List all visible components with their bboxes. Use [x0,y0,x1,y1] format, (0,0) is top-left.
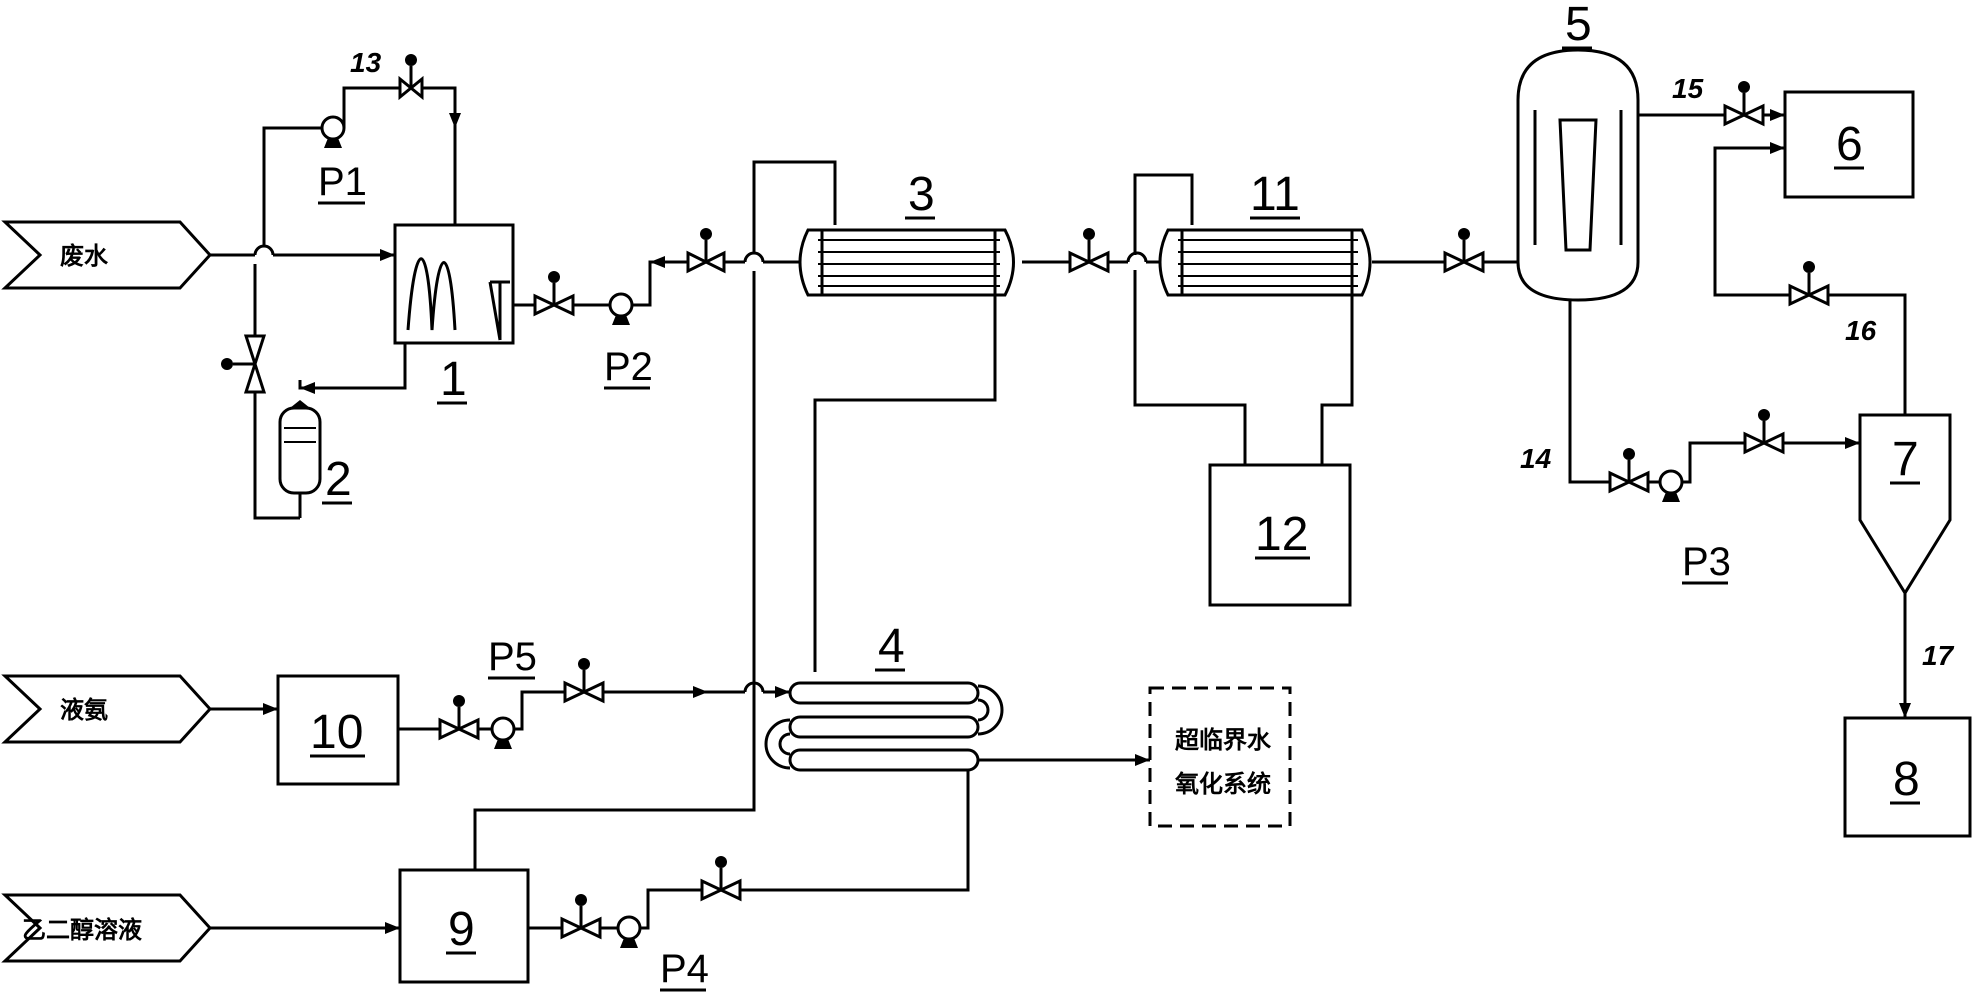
pump-p1-label: P1 [318,160,367,204]
valve-ammonia-2 [563,658,605,704]
hx-11-label: 11 [1250,168,1300,221]
valve-p3-outlet [1743,409,1785,455]
flow-arrows [263,109,1911,934]
box-12-label: 12 [1255,508,1308,561]
pump-p4: P4 [616,915,709,992]
separator-6: 6 [1783,90,1915,199]
tank-8: 8 [1843,716,1972,838]
pump-p5-label: P5 [488,635,537,679]
scwo-line2: 氧化系统 [1175,770,1271,798]
stream-15-label: 15 [1672,73,1704,104]
tank-12: 12 [1208,463,1352,607]
tank-10: 10 [276,674,400,786]
stream-14-label: 14 [1520,443,1552,474]
input-ammonia-label: 液氨 [60,696,108,724]
input-glycol-label: 乙二醇溶液 [22,916,142,944]
valve-14 [1608,448,1650,494]
pump-p3: P3 [1658,469,1731,585]
input-wastewater-label: 废水 [60,242,109,270]
valve-hx11-inlet [1068,228,1110,274]
pump-p2-label: P2 [604,345,653,389]
tank-1: 1 [393,223,515,406]
reactor-5-label: 5 [1565,0,1592,51]
input-glycol-solution: 乙二醇溶液 [1,893,213,963]
tank-9: 9 [398,868,530,984]
tank-1-label: 1 [440,353,467,406]
pump-p2: P2 [604,292,653,390]
hx-4-label: 4 [878,620,905,673]
box-8-label: 8 [1893,753,1920,806]
pump-p1: P1 [318,115,367,205]
box-9-label: 9 [448,903,475,956]
pump-p5: P5 [488,635,537,749]
reactor-5: 5 [1516,0,1640,302]
valve-glycol-2 [700,856,742,902]
stream-16-label: 16 [1845,315,1877,346]
input-wastewater: 废水 [1,220,213,290]
box-10-label: 10 [310,706,363,759]
input-liquid-ammonia: 液氨 [1,674,213,744]
heat-exchanger-3: 3 [798,168,1015,297]
vessel-2-label: 2 [325,453,352,506]
valve-reactor-inlet [1443,228,1485,274]
valve-glycol-1 [560,894,602,940]
valve-13 [398,54,424,101]
pump-p3-label: P3 [1682,540,1731,584]
box-6-label: 6 [1836,118,1863,171]
valve-16 [1788,261,1830,307]
valves [221,54,1830,940]
piping [210,86,1907,930]
pump-p4-label: P4 [660,947,709,991]
valve-p2-inlet [533,271,575,317]
stream-17-label: 17 [1922,640,1955,671]
valve-15 [1723,81,1765,127]
valve-hx3-inlet [686,228,726,274]
valve-vessel-2 [221,334,267,394]
scwo-system-box: 超临界水 氧化系统 [1148,686,1292,828]
settler-7-label: 7 [1892,433,1919,486]
scwo-line1: 超临界水 [1175,726,1272,754]
heat-exchanger-4: 4 [764,620,1004,772]
valve-ammonia-1 [438,695,480,741]
stream-labels: 13 14 15 16 17 [350,47,1955,671]
hx-3-label: 3 [908,168,935,221]
heat-exchanger-11: 11 [1158,168,1372,297]
settler-7: 7 [1858,413,1952,596]
vessel-2: 2 [278,400,352,518]
stream-13-label: 13 [350,47,382,78]
